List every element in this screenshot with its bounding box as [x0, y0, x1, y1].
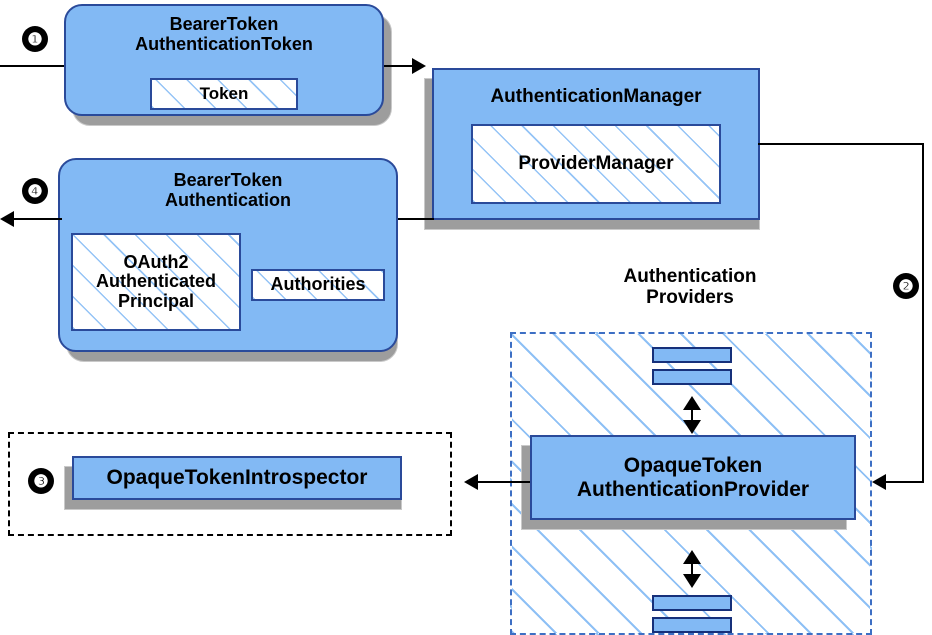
bearer-token-authentication-token-title: BearerToken AuthenticationToken: [135, 14, 313, 55]
connector-provider-link-bottom: [691, 552, 693, 580]
opaque-token-introspector-node[interactable]: OpaqueTokenIntrospector: [72, 456, 402, 500]
connector-manager-to-authentication: [396, 218, 434, 220]
authentication-manager-title: AuthenticationManager: [490, 86, 702, 107]
opaque-token-authentication-provider-title: OpaqueToken AuthenticationProvider: [576, 453, 810, 501]
arrow-provider-link-top-down: [683, 420, 701, 434]
opaque-token-introspector-title: OpaqueTokenIntrospector: [106, 466, 368, 490]
arrow-authentication-out: [0, 211, 14, 227]
connector-manager-out-horizontal: [758, 143, 924, 145]
authentication-providers-label: Authentication Providers: [623, 266, 757, 309]
bearer-token-authentication-title: BearerToken Authentication: [165, 170, 291, 211]
step-badge-3: ❸: [28, 468, 54, 494]
connector-provider-link-top: [691, 398, 693, 426]
connector-token-to-manager: [384, 65, 422, 67]
connector-authentication-out: [8, 218, 62, 220]
opaque-token-authentication-provider-node[interactable]: OpaqueToken AuthenticationProvider: [530, 435, 856, 520]
collapsed-provider-bar-top-1: [652, 347, 732, 363]
arrow-token-to-manager: [412, 58, 426, 74]
step-badge-4: ❹: [22, 178, 48, 204]
step-badge-1: ❶: [22, 26, 48, 52]
oauth2-authenticated-principal-part: OAuth2 Authenticated Principal: [71, 233, 241, 331]
connector-into-provider: [886, 481, 924, 483]
arrow-provider-to-introspector: [464, 474, 478, 490]
collapsed-provider-bar-top-2: [652, 369, 732, 385]
step-badge-2: ❷: [893, 273, 919, 299]
authorities-part: Authorities: [251, 269, 385, 301]
token-part: Token: [150, 78, 298, 110]
connector-request-in: [0, 65, 76, 67]
arrow-provider-link-bottom-down: [683, 574, 701, 588]
collapsed-provider-bar-bottom-2: [652, 617, 732, 633]
collapsed-provider-bar-bottom-1: [652, 595, 732, 611]
arrow-into-provider: [872, 474, 886, 490]
connector-provider-to-introspector: [478, 481, 530, 483]
connector-manager-out-vertical: [922, 143, 924, 482]
provider-manager-part: ProviderManager: [471, 124, 721, 204]
